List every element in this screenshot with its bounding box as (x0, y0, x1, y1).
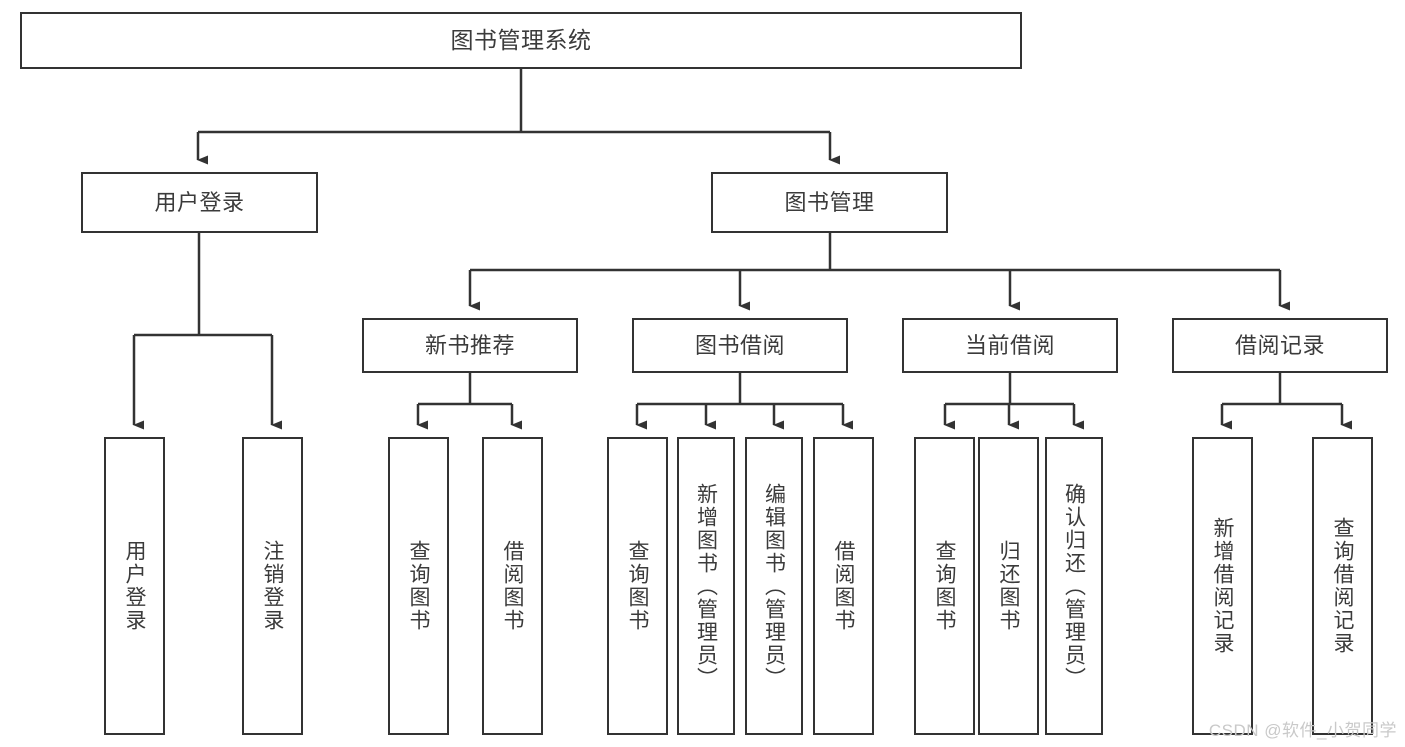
node-label: 新增图书（管理员） (694, 482, 718, 690)
leaf-borrow-lend-book[interactable]: 借阅图书 (813, 437, 874, 735)
node-label: 编辑图书（管理员） (762, 482, 786, 690)
leaf-borrow-edit-book-admin[interactable]: 编辑图书（管理员） (745, 437, 803, 735)
node-label: 查询借阅记录 (1331, 517, 1354, 655)
node-label: 借阅图书 (501, 540, 524, 632)
node-label: 用户登录 (154, 189, 245, 215)
leaf-records-add-record[interactable]: 新增借阅记录 (1192, 437, 1253, 735)
leaf-user-login[interactable]: 用户登录 (104, 437, 165, 735)
node-book-management[interactable]: 图书管理 (711, 172, 948, 233)
node-label: 借阅图书 (832, 540, 855, 632)
node-borrow-records[interactable]: 借阅记录 (1172, 318, 1388, 373)
node-label: 图书管理系统 (450, 27, 592, 54)
node-label: 当前借阅 (964, 332, 1055, 358)
node-label: 注销登录 (261, 540, 284, 632)
leaf-newbook-query-book[interactable]: 查询图书 (388, 437, 449, 735)
node-label: 确认归还（管理员） (1062, 482, 1086, 690)
node-label: 图书管理 (784, 189, 875, 215)
node-user-login[interactable]: 用户登录 (81, 172, 318, 233)
node-label: 借阅记录 (1234, 332, 1325, 358)
leaf-current-confirm-return-admin[interactable]: 确认归还（管理员） (1045, 437, 1103, 735)
leaf-current-query-book[interactable]: 查询图书 (914, 437, 975, 735)
node-root-system[interactable]: 图书管理系统 (20, 12, 1022, 69)
leaf-user-logout[interactable]: 注销登录 (242, 437, 303, 735)
csdn-watermark: CSDN @软件_小贺同学 (1208, 721, 1397, 740)
leaf-records-query-record[interactable]: 查询借阅记录 (1312, 437, 1373, 735)
leaf-current-return-book[interactable]: 归还图书 (978, 437, 1039, 735)
node-label: 用户登录 (123, 540, 146, 632)
node-label: 归还图书 (997, 540, 1020, 632)
node-label: 图书借阅 (694, 332, 785, 358)
leaf-borrow-add-book-admin[interactable]: 新增图书（管理员） (677, 437, 735, 735)
node-label: 查询图书 (626, 540, 649, 632)
node-label: 新增借阅记录 (1211, 517, 1234, 655)
leaf-newbook-borrow-book[interactable]: 借阅图书 (482, 437, 543, 735)
node-new-book-recommend[interactable]: 新书推荐 (362, 318, 578, 373)
node-label: 新书推荐 (424, 332, 515, 358)
node-current-borrow[interactable]: 当前借阅 (902, 318, 1118, 373)
node-book-borrow[interactable]: 图书借阅 (632, 318, 848, 373)
node-label: 查询图书 (407, 540, 430, 632)
leaf-borrow-query-book[interactable]: 查询图书 (607, 437, 668, 735)
node-label: 查询图书 (933, 540, 956, 632)
